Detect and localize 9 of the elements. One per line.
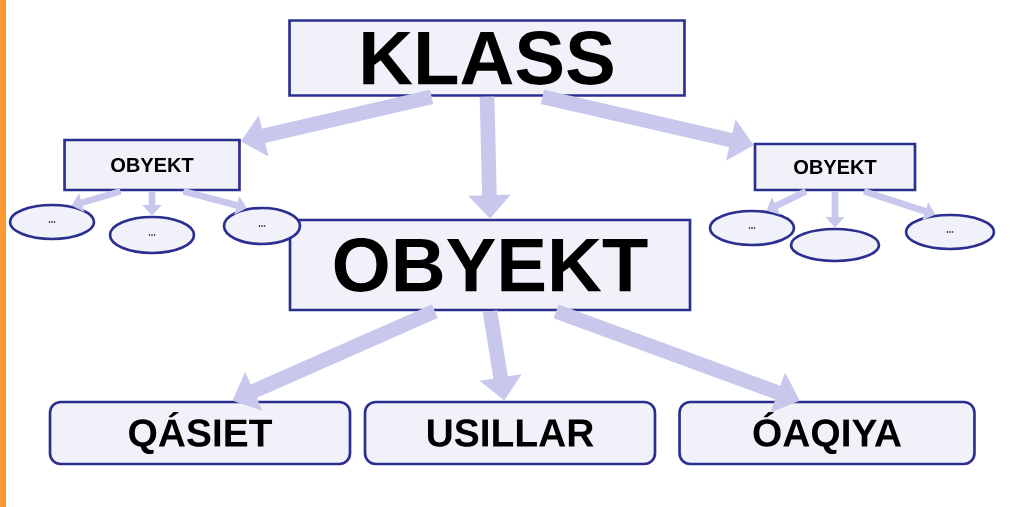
rounded-box: QÁSIET <box>48 400 352 466</box>
title-box: KLASS <box>288 19 686 97</box>
rounded-box: ÓAQIYA <box>678 400 976 466</box>
block-arrow <box>766 188 808 215</box>
title-box: OBYEKT <box>753 142 917 192</box>
oval-shape <box>789 227 881 263</box>
rounded-box: USILLAR <box>363 400 657 466</box>
title-box: OBYEKT <box>63 138 241 192</box>
title-box: OBYEKT <box>288 218 692 312</box>
